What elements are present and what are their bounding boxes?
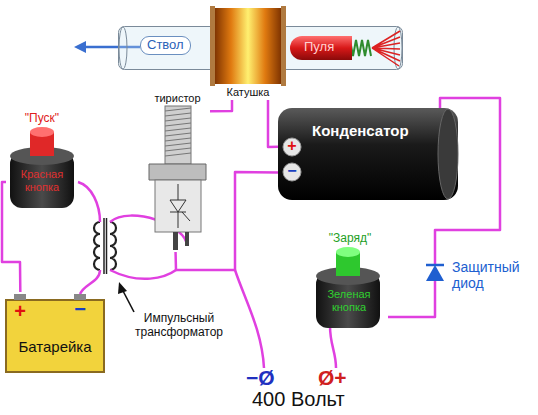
capacitor: Конденсатор + − [278, 108, 458, 200]
thread-line [165, 123, 191, 126]
wire [268, 100, 278, 147]
coil: Катушка [208, 6, 288, 100]
wire-connector [388, 300, 435, 317]
thread-line [165, 153, 191, 156]
thread-line [165, 143, 191, 146]
bullet-body [290, 36, 352, 60]
thyristor: тиристор [145, 92, 210, 252]
transformer-core [103, 218, 105, 274]
diode: Защитный диод [412, 255, 527, 300]
capacitor-label: Конденсатор [312, 122, 442, 139]
thread-line [165, 128, 191, 131]
leader-line [122, 289, 134, 312]
button-caption: "Пуск" [6, 112, 78, 126]
button-cap-top [30, 127, 54, 137]
barrel-label: Ствол [140, 36, 191, 55]
battery-body [6, 300, 104, 372]
terminal-minus: −Ø [246, 366, 290, 390]
symbol-gate [182, 212, 190, 221]
wire-connector [268, 100, 278, 147]
tube-end [119, 27, 127, 69]
red-button: "Пуск" Красная кнопка [6, 112, 78, 212]
minus-sign: − [285, 162, 299, 180]
capacitor-body [278, 108, 458, 200]
diode-label: Защитный диод [452, 259, 524, 291]
wire [435, 98, 500, 255]
diode-lead [434, 281, 437, 300]
diode-triangle [426, 265, 444, 281]
coil-winding [214, 8, 282, 84]
wire [388, 300, 435, 317]
battery-label: Батарейка [4, 338, 106, 355]
capacitor-end [438, 109, 458, 199]
bullet-label: Пуля [304, 40, 334, 55]
thyristor-nut [149, 164, 206, 180]
capacitor-shape [278, 108, 458, 200]
wire-connector [435, 98, 500, 255]
terminal-plus: Ø+ [318, 366, 362, 390]
diode-lead [434, 255, 437, 265]
wire-connector [210, 100, 232, 111]
symbol-line [178, 184, 179, 200]
battery: + − Батарейка [4, 292, 106, 374]
symbol-line [178, 212, 179, 228]
transformer-core [106, 218, 108, 274]
terminal [283, 138, 301, 156]
transformer-primary [94, 222, 100, 270]
wire [235, 270, 264, 368]
thyristor-body [155, 180, 201, 232]
plus-sign: + [285, 137, 299, 155]
coil-shape [208, 6, 288, 100]
coil-flange [210, 6, 215, 86]
button-cap-top [336, 247, 360, 257]
arrow-head [118, 282, 127, 294]
battery-terminal [14, 294, 26, 300]
brush [372, 31, 400, 66]
bullet: Пуля [290, 36, 352, 60]
wire [78, 182, 100, 222]
plus-sign: + [12, 300, 28, 323]
arrow-head [74, 41, 86, 53]
red-button-shape [6, 112, 78, 212]
thyristor-stud [165, 106, 191, 164]
spring [350, 40, 371, 56]
wire [330, 326, 336, 368]
transformer-secondary [110, 222, 116, 270]
cathode-lead [173, 232, 178, 250]
green-button: "Заряд" Зеленая кнопка [312, 232, 388, 332]
gate-lead [185, 232, 189, 246]
button-caption: "Заряд" [312, 232, 388, 246]
thyristor-shape [145, 92, 210, 252]
transformer-label: Импульсный трансформатор [118, 312, 240, 340]
thread-line [165, 133, 191, 136]
symbol-triangle [170, 200, 186, 212]
terminal [283, 163, 301, 181]
thread-line [165, 113, 191, 116]
voltage-label: 400 Вольт [252, 388, 402, 411]
wire [80, 270, 100, 294]
minus-sign: − [72, 298, 88, 321]
green-button-shape [312, 232, 388, 332]
button-label: Красная кнопка [14, 168, 70, 193]
thread-line [165, 118, 191, 121]
button-label: Зеленая кнопка [320, 288, 378, 313]
coil-label: Катушка [208, 86, 288, 99]
wire [110, 270, 176, 279]
thread-line [165, 148, 191, 151]
thyristor-label: тиристор [145, 92, 210, 105]
wire [210, 100, 232, 111]
thread-line [165, 108, 191, 111]
thread-line [165, 138, 191, 141]
coil-flange [281, 6, 286, 86]
